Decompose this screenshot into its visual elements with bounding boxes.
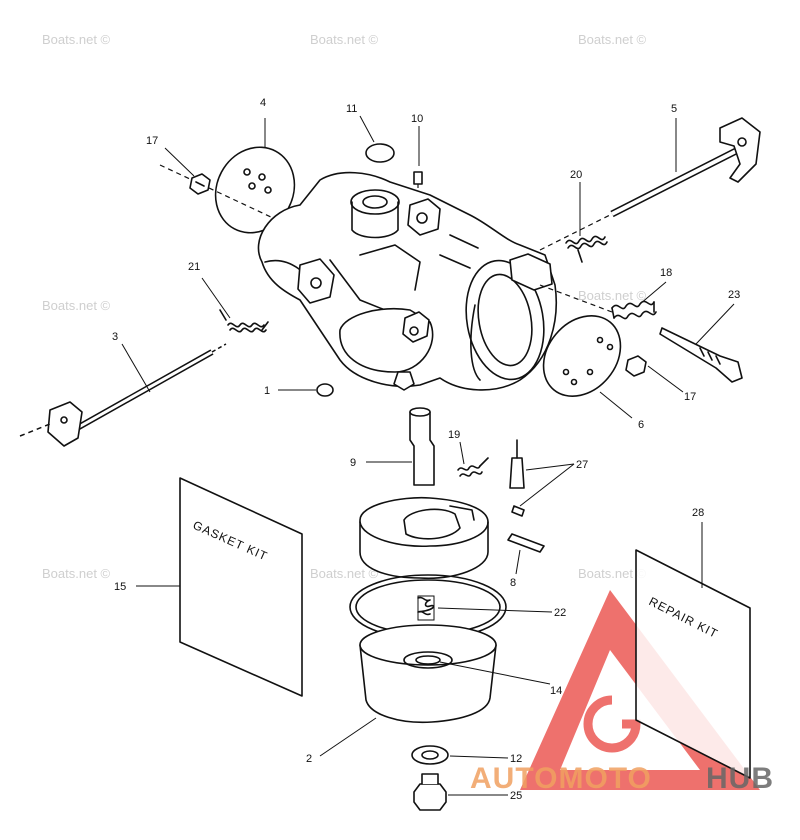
callout-9: 9 <box>350 457 356 469</box>
callout-10: 10 <box>411 113 423 125</box>
callout-18: 18 <box>660 267 672 279</box>
part-3-throttle-shaft <box>19 343 227 447</box>
part-9-nozzle <box>409 407 435 486</box>
callout-2: 2 <box>306 753 312 765</box>
callout-numbers: 4 17 11 10 5 20 21 18 23 3 1 17 6 9 19 2… <box>112 97 740 802</box>
logo-text-automoto: AUTOMOTO <box>470 762 652 795</box>
callout-27: 27 <box>576 459 588 471</box>
part-4-throttle-plate <box>159 146 321 241</box>
callout-21: 21 <box>188 261 200 273</box>
callout-6: 6 <box>638 419 644 431</box>
part-17-screw <box>189 173 211 195</box>
part-1-washer <box>316 383 334 397</box>
carburetor-body <box>257 171 558 391</box>
logo-text-hub: HUB <box>706 762 774 795</box>
watermarks: Boats.net © Boats.net © Boats.net © Boat… <box>42 32 647 581</box>
callout-22: 22 <box>554 607 566 619</box>
callout-3: 3 <box>112 331 118 343</box>
callout-14: 14 <box>550 685 562 697</box>
watermark: Boats.net © <box>42 32 111 47</box>
callout-19: 19 <box>448 429 460 441</box>
part-27-needle-valve <box>509 439 525 517</box>
callout-25: 25 <box>510 790 522 802</box>
part-8-pin <box>507 533 545 553</box>
part-18-spring <box>539 284 657 320</box>
callout-20: 20 <box>570 169 582 181</box>
callout-11: 11 <box>346 103 357 115</box>
watermark: Boats.net © <box>578 566 647 581</box>
part-19-spring <box>457 457 489 477</box>
logo-g-mark <box>583 695 641 753</box>
watermark: Boats.net © <box>578 288 647 303</box>
callout-28: 28 <box>692 507 704 519</box>
watermark: Boats.net © <box>578 32 647 47</box>
callout-8: 8 <box>510 577 516 589</box>
automotohub-wordmark: AUTOMOTO HUB <box>470 762 774 795</box>
part-12-washer <box>411 745 449 765</box>
float <box>359 496 489 579</box>
part-22-spring <box>417 595 435 621</box>
watermark: Boats.net © <box>310 32 379 47</box>
callout-23: 23 <box>728 289 740 301</box>
callout-5: 5 <box>671 103 677 115</box>
part-6-choke-plate <box>542 315 622 397</box>
part-20-spring <box>565 235 608 263</box>
callout-4: 4 <box>260 97 266 109</box>
repair-kit-card: REPAIR KIT <box>635 549 751 779</box>
callout-15: 15 <box>114 581 126 593</box>
part-17-screw <box>625 355 647 377</box>
part-2-float-bowl <box>359 624 497 724</box>
watermark: Boats.net © <box>42 298 111 313</box>
callout-1: 1 <box>264 385 270 397</box>
part-23-needle <box>659 327 743 383</box>
part-5-choke-shaft <box>539 117 761 251</box>
callout-17: 17 <box>146 135 158 147</box>
watermark: Boats.net © <box>310 566 379 581</box>
part-21-spring <box>219 309 269 333</box>
leader-lines <box>121 115 735 796</box>
part-11-plug <box>365 143 395 163</box>
callout-12: 12 <box>510 753 522 765</box>
part-25-bolt <box>413 773 447 811</box>
gasket-kit-card: GASKET KIT <box>179 477 303 697</box>
callout-17: 17 <box>684 391 696 403</box>
watermark: Boats.net © <box>42 566 111 581</box>
